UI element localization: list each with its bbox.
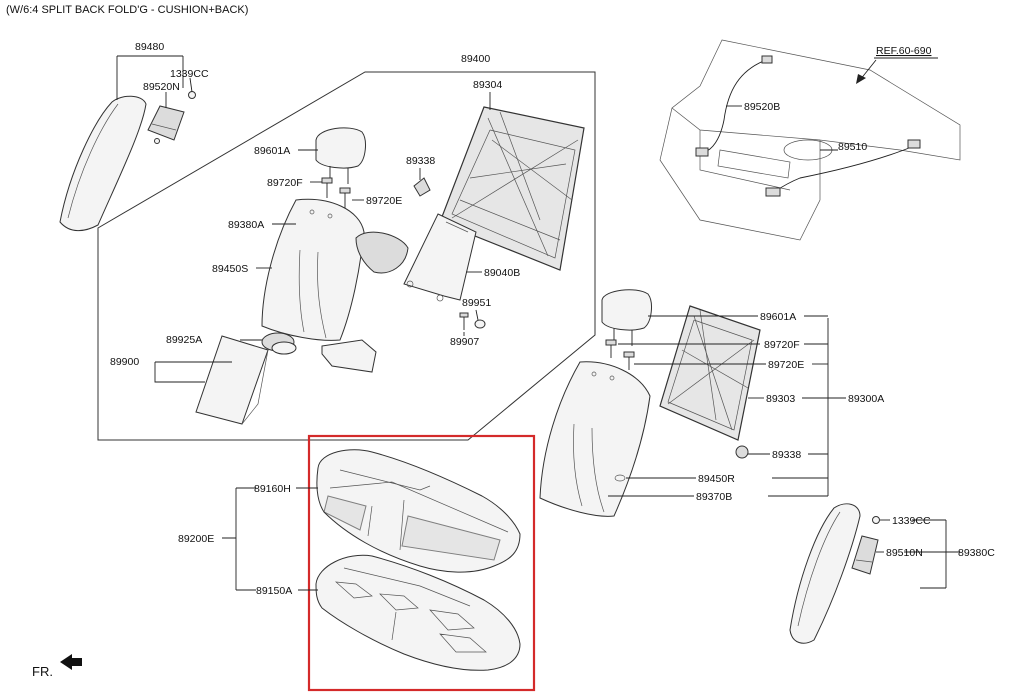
seat-bottom-bolster-left[interactable] xyxy=(321,339,377,373)
bracket-89510n[interactable] xyxy=(851,535,879,575)
label-89450s: 89450S xyxy=(212,263,248,275)
label-89338-left: 89338 xyxy=(406,155,435,167)
hinge-bracket-89040b[interactable] xyxy=(403,213,477,302)
clip-1339cc-left[interactable] xyxy=(188,91,196,99)
seatback-pad-89380a[interactable] xyxy=(261,198,365,341)
cup-holder-89925a[interactable] xyxy=(261,332,297,355)
label-89510: 89510 xyxy=(838,141,867,153)
armrest-89480[interactable] xyxy=(59,95,147,232)
label-89300a: 89300A xyxy=(848,393,884,405)
clip-1339cc-right[interactable] xyxy=(872,516,880,524)
label-89380a: 89380A xyxy=(228,219,264,231)
seatback-frame-89303[interactable] xyxy=(659,305,761,441)
front-label: FR. xyxy=(32,664,53,679)
seatback-frame-89304[interactable] xyxy=(439,106,585,271)
label-89520b: 89520B xyxy=(744,101,780,113)
highlight-box-cushion xyxy=(307,434,536,692)
label-89925a: 89925A xyxy=(166,334,202,346)
armrest-cover-left[interactable] xyxy=(355,231,409,274)
label-89480: 89480 xyxy=(135,41,164,53)
headrest-89601a-left[interactable] xyxy=(315,127,366,184)
label-89338-right: 89338 xyxy=(772,449,801,461)
seatback-pad-right[interactable] xyxy=(539,361,651,517)
ref-arrow-icon xyxy=(856,74,866,84)
group-box-89400 xyxy=(97,71,596,441)
bracket-89520n[interactable] xyxy=(147,105,185,144)
label-89601a-left: 89601A xyxy=(254,145,290,157)
bolt-89720e-right[interactable] xyxy=(623,351,635,370)
clip-89338-right[interactable] xyxy=(735,445,749,459)
arrow-left-icon xyxy=(60,654,82,670)
label-89951: 89951 xyxy=(462,297,491,309)
label-89720e-right: 89720E xyxy=(768,359,804,371)
bolt-89720e-left[interactable] xyxy=(339,187,351,208)
label-89601a-right: 89601A xyxy=(760,311,796,323)
label-89200e: 89200E xyxy=(178,533,214,545)
label-89380c: 89380C xyxy=(958,547,995,559)
bolt-89720f-left[interactable] xyxy=(321,177,333,198)
wire-harness-89510[interactable] xyxy=(765,139,921,197)
wire-harness-89520b[interactable] xyxy=(695,55,773,157)
label-1339cc-right: 1339CC xyxy=(892,515,931,527)
armrest-89380c[interactable] xyxy=(789,503,861,644)
cushion-cover-89160h[interactable] xyxy=(316,449,521,573)
label-1339cc-left: 1339CC xyxy=(170,68,209,80)
ring-89951[interactable] xyxy=(474,319,486,329)
label-89720f-left: 89720F xyxy=(267,177,303,189)
label-89720e-left: 89720E xyxy=(366,195,402,207)
label-89907: 89907 xyxy=(450,336,479,348)
bolt-89720f-right[interactable] xyxy=(605,339,617,358)
label-89160h: 89160H xyxy=(254,483,291,495)
label-89900: 89900 xyxy=(110,356,139,368)
label-89303: 89303 xyxy=(766,393,795,405)
rear-package-tray[interactable] xyxy=(659,39,961,241)
bolt-89907[interactable] xyxy=(459,312,469,330)
label-89400: 89400 xyxy=(461,53,490,65)
diagram-title: (W/6:4 SPLIT BACK FOLD'G - CUSHION+BACK) xyxy=(6,4,248,16)
label-89450r: 89450R xyxy=(698,473,735,485)
label-89304: 89304 xyxy=(473,79,502,91)
label-89720f-right: 89720F xyxy=(764,339,800,351)
armrest-89900[interactable] xyxy=(195,335,269,425)
label-ref[interactable]: REF.60-690 xyxy=(876,45,932,57)
clip-89338-left[interactable] xyxy=(413,177,431,197)
headrest-89601a-right[interactable] xyxy=(601,289,652,346)
label-89150a: 89150A xyxy=(256,585,292,597)
label-89370b: 89370B xyxy=(696,491,732,503)
label-89520n: 89520N xyxy=(143,81,180,93)
cushion-pad-89150a[interactable] xyxy=(315,554,521,671)
label-89040b: 89040B xyxy=(484,267,520,279)
label-89510n: 89510N xyxy=(886,547,923,559)
